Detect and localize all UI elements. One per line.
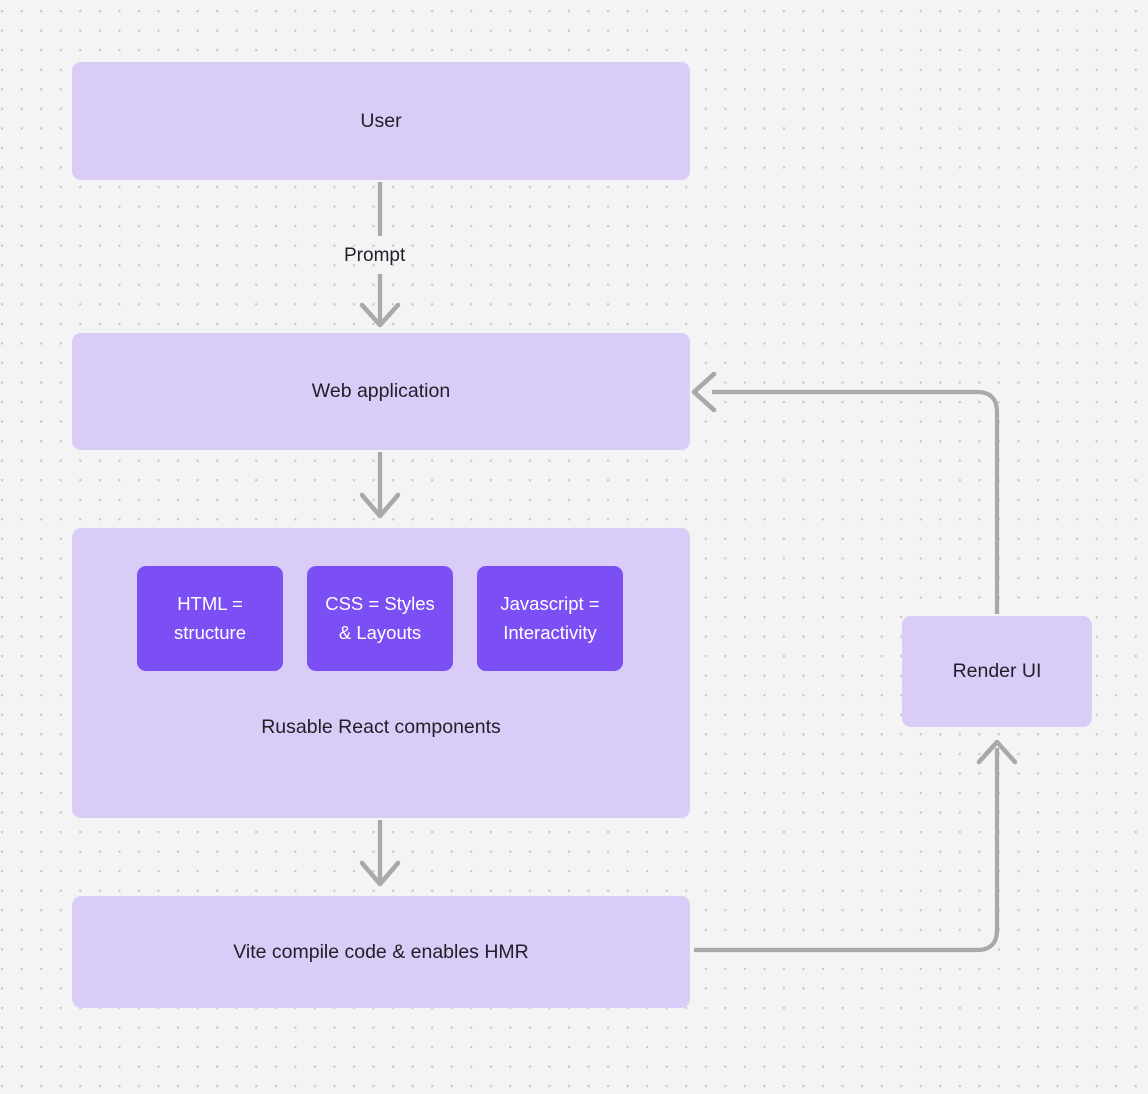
node-css-label-line2: & Layouts [338,621,422,643]
node-css[interactable]: CSS = Styles & Layouts [307,566,453,671]
edge-webapp-to-components-arrowhead [359,492,401,519]
edge-render-to-webapp-arrowhead [691,371,717,413]
node-user-label: User [360,109,402,132]
edge-vite-to-render-line [694,748,1000,953]
edge-components-to-vite-arrowhead [359,860,401,887]
edge-render-to-webapp-line [712,389,1000,614]
node-html[interactable]: HTML = structure [137,566,283,671]
node-javascript-label-line1: Javascript = [500,592,600,614]
node-user[interactable]: User [72,62,690,180]
node-javascript-label: Javascript = Interactivity [500,590,599,647]
node-render-ui[interactable]: Render UI [902,616,1092,727]
node-html-label: HTML = structure [174,590,246,647]
node-css-label-line1: CSS = Styles [325,592,435,614]
node-render-ui-label: Render UI [952,660,1042,683]
node-javascript-label-line2: Interactivity [503,621,597,643]
edge-user-to-webapp-arrowhead [359,302,401,328]
node-html-label-line2: structure [174,621,246,643]
node-components-caption: Rusable React components [261,716,501,738]
node-web-application[interactable]: Web application [72,333,690,450]
node-css-label: CSS = Styles & Layouts [325,590,435,647]
edge-vite-to-render-arrowhead [976,739,1018,765]
node-web-application-label: Web application [311,380,451,403]
edge-label-prompt: Prompt [344,245,406,266]
node-vite[interactable]: Vite compile code & enables HMR [72,896,690,1008]
node-javascript[interactable]: Javascript = Interactivity [477,566,623,671]
node-vite-label: Vite compile code & enables HMR [233,940,529,963]
node-html-label-line1: HTML = [177,592,243,614]
